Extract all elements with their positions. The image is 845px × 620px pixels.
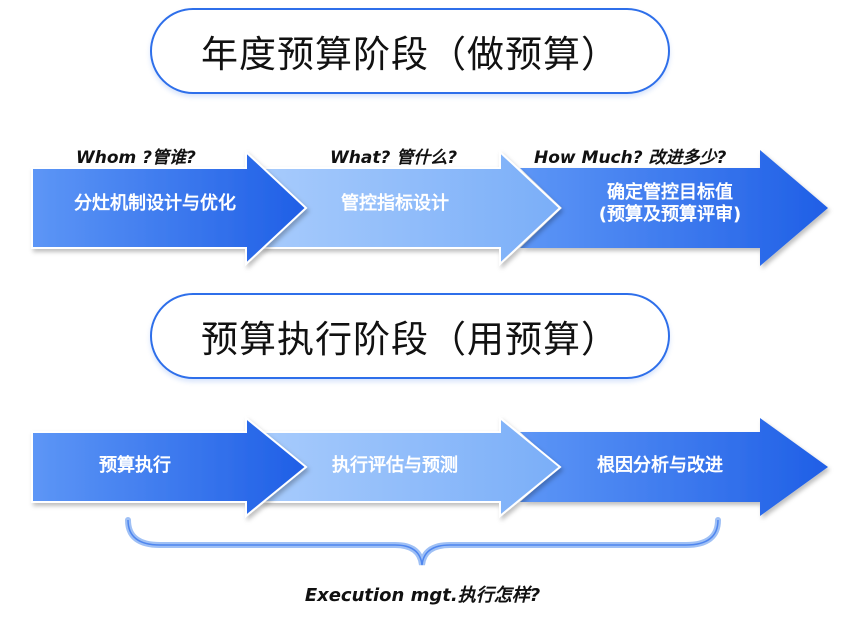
execution-step-1-label: 预算执行 [99, 455, 171, 476]
execution-step-1: 预算执行 [40, 446, 230, 486]
planning-arrow-1 [31, 149, 308, 267]
question-whom: Whom ?管谁? [76, 148, 196, 168]
execution-step-3: 根因分析与改进 [560, 446, 760, 486]
planning-step-3-sublabel: (预算及预算评审) [598, 204, 742, 225]
execution-step-2-label: 执行评估与预测 [332, 455, 458, 476]
execution-stage-title: 预算执行阶段（用预算） [150, 293, 670, 379]
question-how-much: How Much? 改进多少? [534, 148, 727, 168]
planning-stage-title: 年度预算阶段（做预算） [150, 8, 670, 94]
planning-step-1: 分灶机制设计与优化 [40, 184, 270, 224]
execution-footer: Execution mgt.执行怎样? [304, 585, 541, 606]
execution-step-2: 执行评估与预测 [300, 446, 490, 486]
planning-arrow-3 [520, 150, 828, 266]
question-what: What? 管什么? [330, 148, 458, 168]
planning-step-2: 管控指标设计 [300, 184, 490, 224]
execution-arrow-3 [520, 418, 828, 516]
planning-step-3-label: 确定管控目标值 [607, 182, 733, 203]
planning-step-3: 确定管控目标值 (预算及预算评审) [560, 178, 780, 230]
planning-step-2-label: 管控指标设计 [341, 193, 449, 214]
execution-step-3-label: 根因分析与改进 [597, 455, 723, 476]
execution-arrow-1 [31, 415, 308, 519]
planning-step-1-label: 分灶机制设计与优化 [74, 193, 236, 214]
